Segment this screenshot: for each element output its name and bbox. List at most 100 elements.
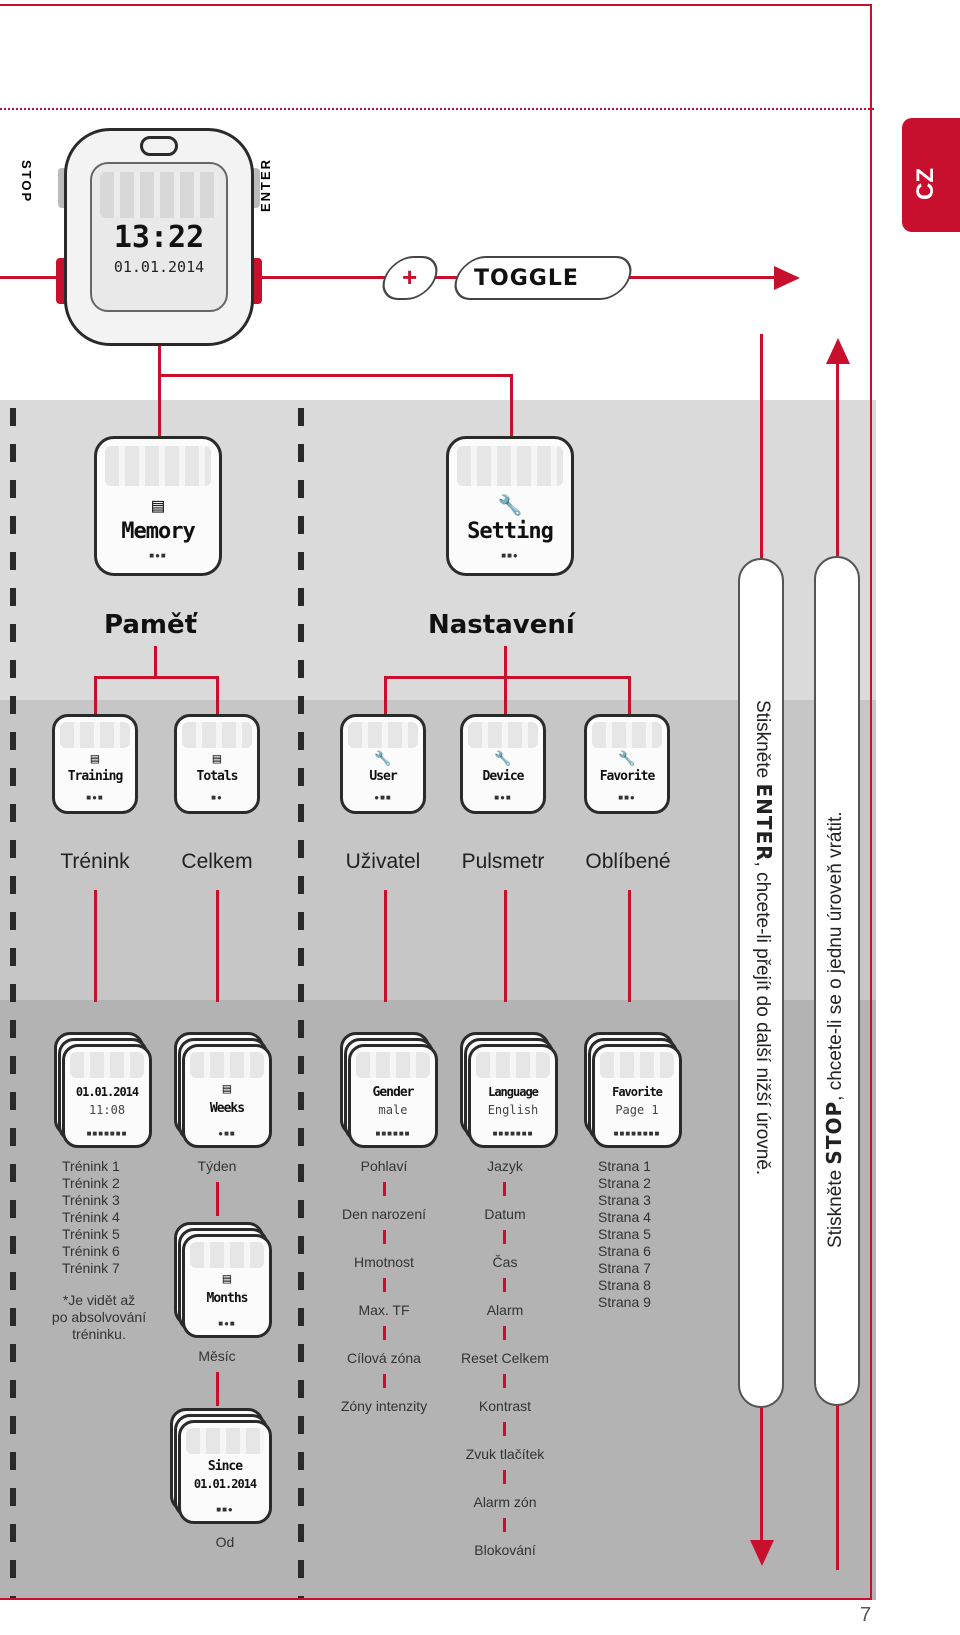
toggle-arrow-icon	[774, 266, 800, 290]
toggle-line-right	[258, 276, 388, 279]
training-note: *Je vidět až po absolvování tréninku.	[44, 1292, 154, 1343]
stop-instruction: Stiskněte STOP, chcete-li se o jednu úro…	[822, 811, 847, 1248]
language-tab-label: CZ	[912, 168, 939, 200]
plus-label: +	[402, 262, 418, 292]
device-tick	[503, 1326, 506, 1340]
toggle-line-left	[0, 276, 58, 279]
training-detail-time: 11:08	[88, 1103, 126, 1117]
user-item: Cílová zóna	[347, 1350, 421, 1366]
toggle-label: TOGGLE	[474, 266, 579, 291]
training-item: Trénink 4	[62, 1209, 120, 1225]
settings-heading: Nastavení	[428, 610, 575, 640]
favorite-item: Strana 6	[598, 1243, 651, 1259]
user-detail-ghost	[356, 1052, 430, 1078]
connector-device	[504, 676, 507, 716]
training-note-line: *Je vidět až	[62, 1292, 136, 1308]
user-detail-dots: ■■■■■■	[375, 1129, 411, 1138]
user-tick	[383, 1230, 386, 1244]
connector-memory-down	[154, 646, 157, 678]
page-frame	[0, 4, 872, 1600]
user-label: Uživatel	[345, 850, 421, 873]
memory-heading: Paměť	[104, 610, 198, 640]
enter-key: ENTER	[752, 783, 776, 862]
enter-button-label: ENTER	[258, 157, 273, 212]
memory-icon: ▤	[151, 493, 165, 517]
favorite-screen-title: Favorite	[599, 769, 656, 784]
favorite-detail-dots: ■■■■■■■■	[613, 1129, 661, 1138]
training-screen: ▤ Training ■●■	[52, 714, 138, 814]
device-screen-dots: ■●■	[494, 793, 512, 802]
enter-arrow-down-icon	[750, 1540, 774, 1566]
enter-instruction-post: , chcete-li přejít do další nižší úrovně…	[752, 861, 773, 1176]
connector-watch-down	[158, 346, 161, 376]
device-tick	[503, 1278, 506, 1292]
training-item: Trénink 6	[62, 1243, 120, 1259]
training-item: Trénink 2	[62, 1175, 120, 1191]
connector-settings-h	[384, 676, 630, 679]
band-level-2	[0, 700, 876, 1000]
device-item: Alarm	[486, 1302, 524, 1318]
device-screen-ghost	[468, 722, 538, 748]
device-tick	[503, 1422, 506, 1436]
user-detail-title: Gender	[372, 1085, 415, 1100]
favorite-screen-dots: ■■●	[618, 793, 636, 802]
totals-label: Celkem	[181, 850, 253, 873]
favorite-item: Strana 7	[598, 1260, 651, 1276]
weeks-label: Týden	[197, 1158, 237, 1174]
months-screen-title: Months	[206, 1291, 249, 1306]
device-screen-title: Device	[482, 769, 525, 784]
since-screen: Since 01.01.2014 ■■●	[178, 1420, 272, 1524]
settings-screen-dots: ■■●	[501, 551, 519, 560]
training-item: Trénink 5	[62, 1226, 120, 1242]
device-tick	[503, 1470, 506, 1484]
months-dots: ■●■	[218, 1319, 236, 1328]
connector-device-down	[504, 890, 507, 1002]
training-note-line: po absolvování	[51, 1309, 147, 1325]
favorite-detail-ghost	[600, 1052, 674, 1078]
device-item: Čas	[492, 1254, 518, 1270]
user-screen-title: User	[369, 769, 397, 784]
toggle-line-end	[626, 276, 776, 279]
user-tick	[383, 1278, 386, 1292]
user-item: Hmotnost	[354, 1254, 414, 1270]
user-detail-value: male	[378, 1103, 408, 1117]
since-label: Od	[215, 1534, 235, 1550]
favorite-detail-screen: Favorite Page 1 ■■■■■■■■	[592, 1044, 682, 1148]
since-dots: ■■●	[216, 1505, 234, 1514]
months-ghost	[190, 1242, 264, 1268]
connector-months-since	[216, 1372, 219, 1406]
watch-button-right-top	[250, 168, 260, 208]
watch-screen-ghost	[100, 172, 218, 218]
dashed-divider-mid	[298, 408, 304, 1598]
user-tick	[383, 1374, 386, 1388]
since-screen-date: 01.01.2014	[193, 1477, 257, 1491]
wrench-icon: 🔧	[497, 493, 523, 517]
favorite-detail-title: Favorite	[612, 1085, 663, 1099]
totals-screen-dots: ■●	[211, 793, 223, 802]
favorite-item: Strana 3	[598, 1192, 651, 1208]
favorite-item: Strana 5	[598, 1226, 651, 1242]
training-detail-screen: 01.01.2014 11:08 ■■■■■■■	[62, 1044, 152, 1148]
user-screen-ghost	[348, 722, 418, 748]
training-item: Trénink 1	[62, 1158, 120, 1174]
device-item: Alarm zón	[473, 1494, 537, 1510]
favorite-list: Strana 1 Strana 2 Strana 3 Strana 4 Stra…	[598, 1158, 678, 1311]
favorite-item: Strana 2	[598, 1175, 651, 1191]
device-item: Datum	[484, 1206, 526, 1222]
training-screen-ghost	[60, 722, 130, 748]
memory-screen-dots: ■●■	[149, 551, 167, 560]
page-number: 7	[860, 1604, 872, 1626]
device-tick	[503, 1374, 506, 1388]
device-detail-dots: ■■■■■■■	[492, 1129, 534, 1138]
connector-settings	[510, 374, 513, 436]
user-detail-screen: Gender male ■■■■■■	[348, 1044, 438, 1148]
training-detail-ghost	[70, 1052, 144, 1078]
connector-totals-down	[216, 890, 219, 1002]
user-item: Den narození	[341, 1206, 427, 1222]
memory-screen: ▤ Memory ■●■	[94, 436, 222, 576]
settings-screen-ghost	[457, 446, 563, 487]
weeks-ghost	[190, 1052, 264, 1078]
user-item: Max. TF	[358, 1302, 410, 1318]
since-ghost	[186, 1428, 264, 1454]
connector-training-down	[94, 890, 97, 1002]
